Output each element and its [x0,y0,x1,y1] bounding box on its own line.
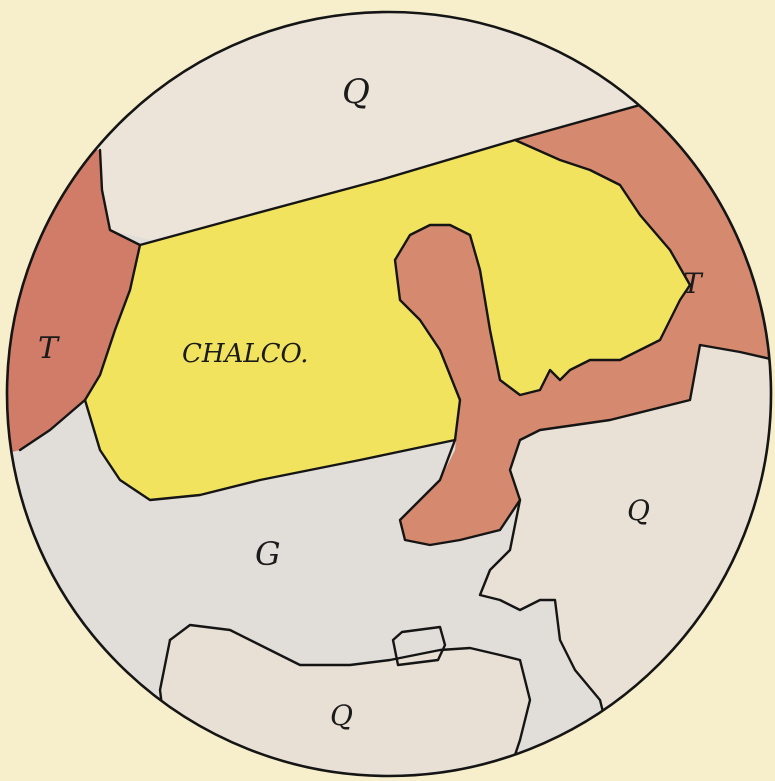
label-q-right: Q [627,494,650,527]
label-q-bottom: Q [330,699,353,732]
label-t-left: T [38,331,60,366]
label-g: G [255,535,281,573]
label-t-right: T [683,267,704,300]
label-q-top: Q [342,72,370,112]
label-chalco: CHALCO. [182,339,309,369]
